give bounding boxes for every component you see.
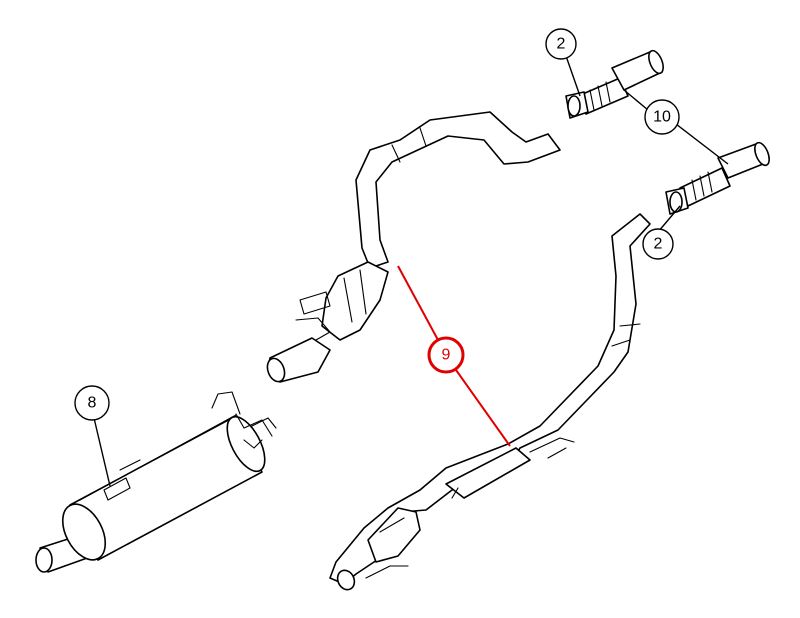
muffler (35, 391, 277, 573)
callout-10[interactable]: 10 (644, 99, 680, 135)
callout-9[interactable]: 9 (427, 336, 465, 374)
leader-9-lower (455, 369, 511, 447)
leader-lines (93, 55, 729, 487)
callout-8-label: 8 (88, 395, 97, 412)
callout-9-label: 9 (442, 347, 451, 364)
callout-2-upper-label: 2 (557, 36, 566, 53)
upper-pipe-assembly (266, 111, 561, 383)
intermediate-pipe-assembly (329, 213, 651, 591)
exhaust-tip-lower (679, 141, 770, 207)
callout-10-label: 10 (653, 109, 671, 126)
callout-2-lower[interactable]: 2 (642, 228, 674, 260)
clamp-lower (665, 187, 689, 215)
callout-2-upper[interactable]: 2 (545, 28, 577, 60)
clamp-upper (565, 91, 589, 119)
leader-9-upper (397, 265, 439, 341)
callout-2-lower-label: 2 (654, 236, 663, 253)
callout-8[interactable]: 8 (74, 385, 110, 421)
